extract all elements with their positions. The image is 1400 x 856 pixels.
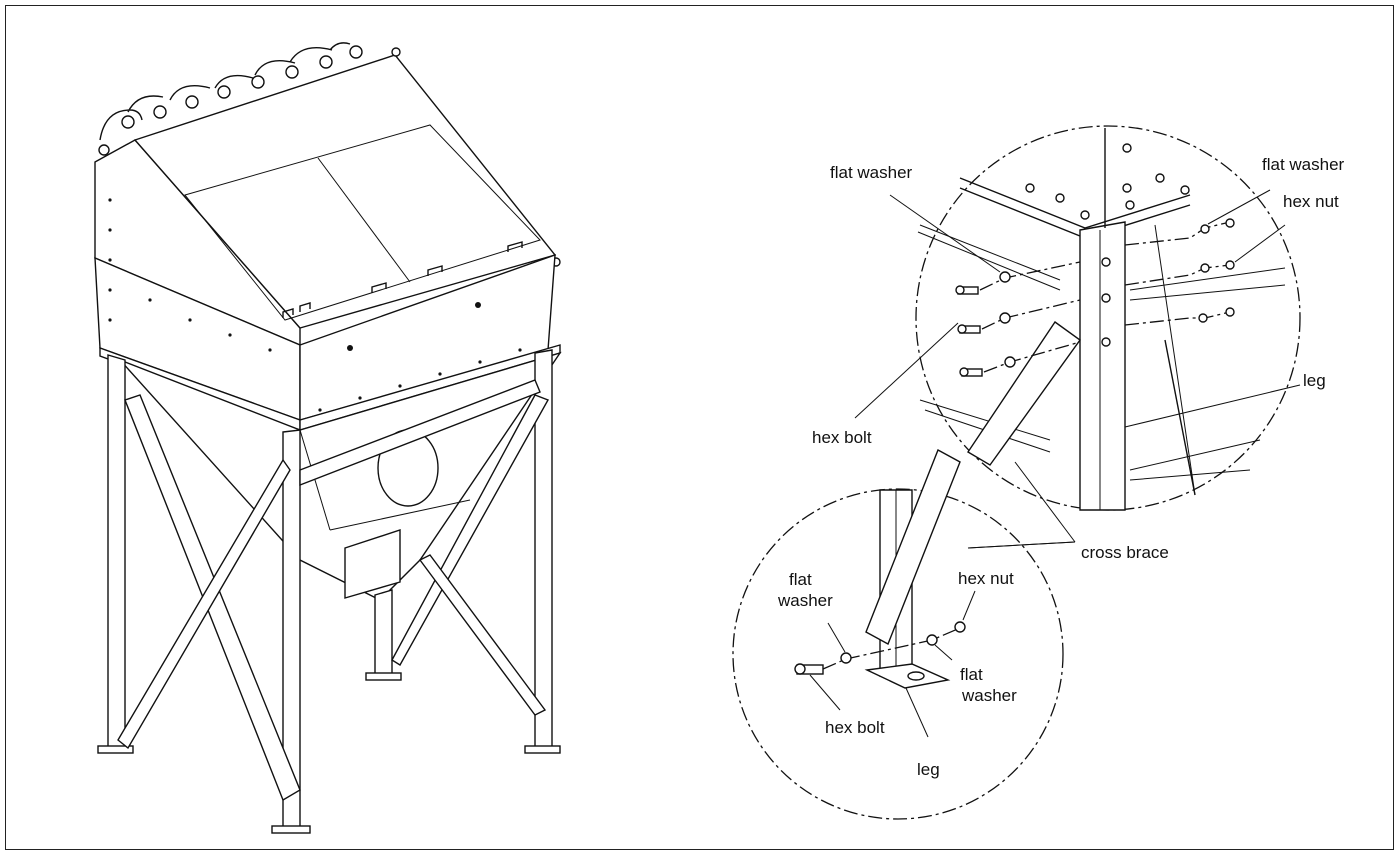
detail-bottom-hex-bolt xyxy=(794,621,966,675)
label-flat-washer-top-right: flat washer xyxy=(1262,155,1345,174)
label-hex-nut-bottom: hex nut xyxy=(958,569,1014,588)
label-hex-nut-top: hex nut xyxy=(1283,192,1339,211)
label-cross-brace: cross brace xyxy=(1081,543,1169,562)
label-hex-bolt-top: hex bolt xyxy=(812,428,872,447)
label-flat-washer-bottom-left-line2: washer xyxy=(777,591,833,610)
label-flat-washer-top-left: flat washer xyxy=(830,163,913,182)
label-hex-bolt-bottom: hex bolt xyxy=(825,718,885,737)
roof-left-gable xyxy=(94,139,301,347)
legs xyxy=(97,349,561,834)
label-flat-washer-bottom-left-line1: flat xyxy=(789,570,812,589)
label-flat-washer-bottom-right-line2: washer xyxy=(961,686,1017,705)
detail-top-hex-bolts xyxy=(955,143,1235,377)
label-flat-washer-bottom-right-line1: flat xyxy=(960,665,983,684)
drawing-frame xyxy=(5,5,1394,850)
label-leg-top: leg xyxy=(1303,371,1326,390)
hopper-access-door xyxy=(344,529,401,599)
detail-top-cross-brace xyxy=(967,321,1081,466)
detail-bottom-cross-brace xyxy=(865,449,961,645)
detail-bottom-boundary xyxy=(732,488,1064,820)
detail-top: flat washer flat washer hex nut leg hex … xyxy=(812,125,1345,562)
detail-bottom: flat washer hex nut flat washer hex bolt… xyxy=(732,449,1076,820)
cross-braces xyxy=(117,379,550,802)
pulse-valves xyxy=(98,42,363,156)
access-doors xyxy=(184,124,541,321)
door-handles xyxy=(282,302,311,318)
rivet-dots xyxy=(108,198,522,412)
label-leg-bottom: leg xyxy=(917,760,940,779)
detail-top-leg xyxy=(1079,221,1126,511)
collector-assembly xyxy=(94,42,562,834)
